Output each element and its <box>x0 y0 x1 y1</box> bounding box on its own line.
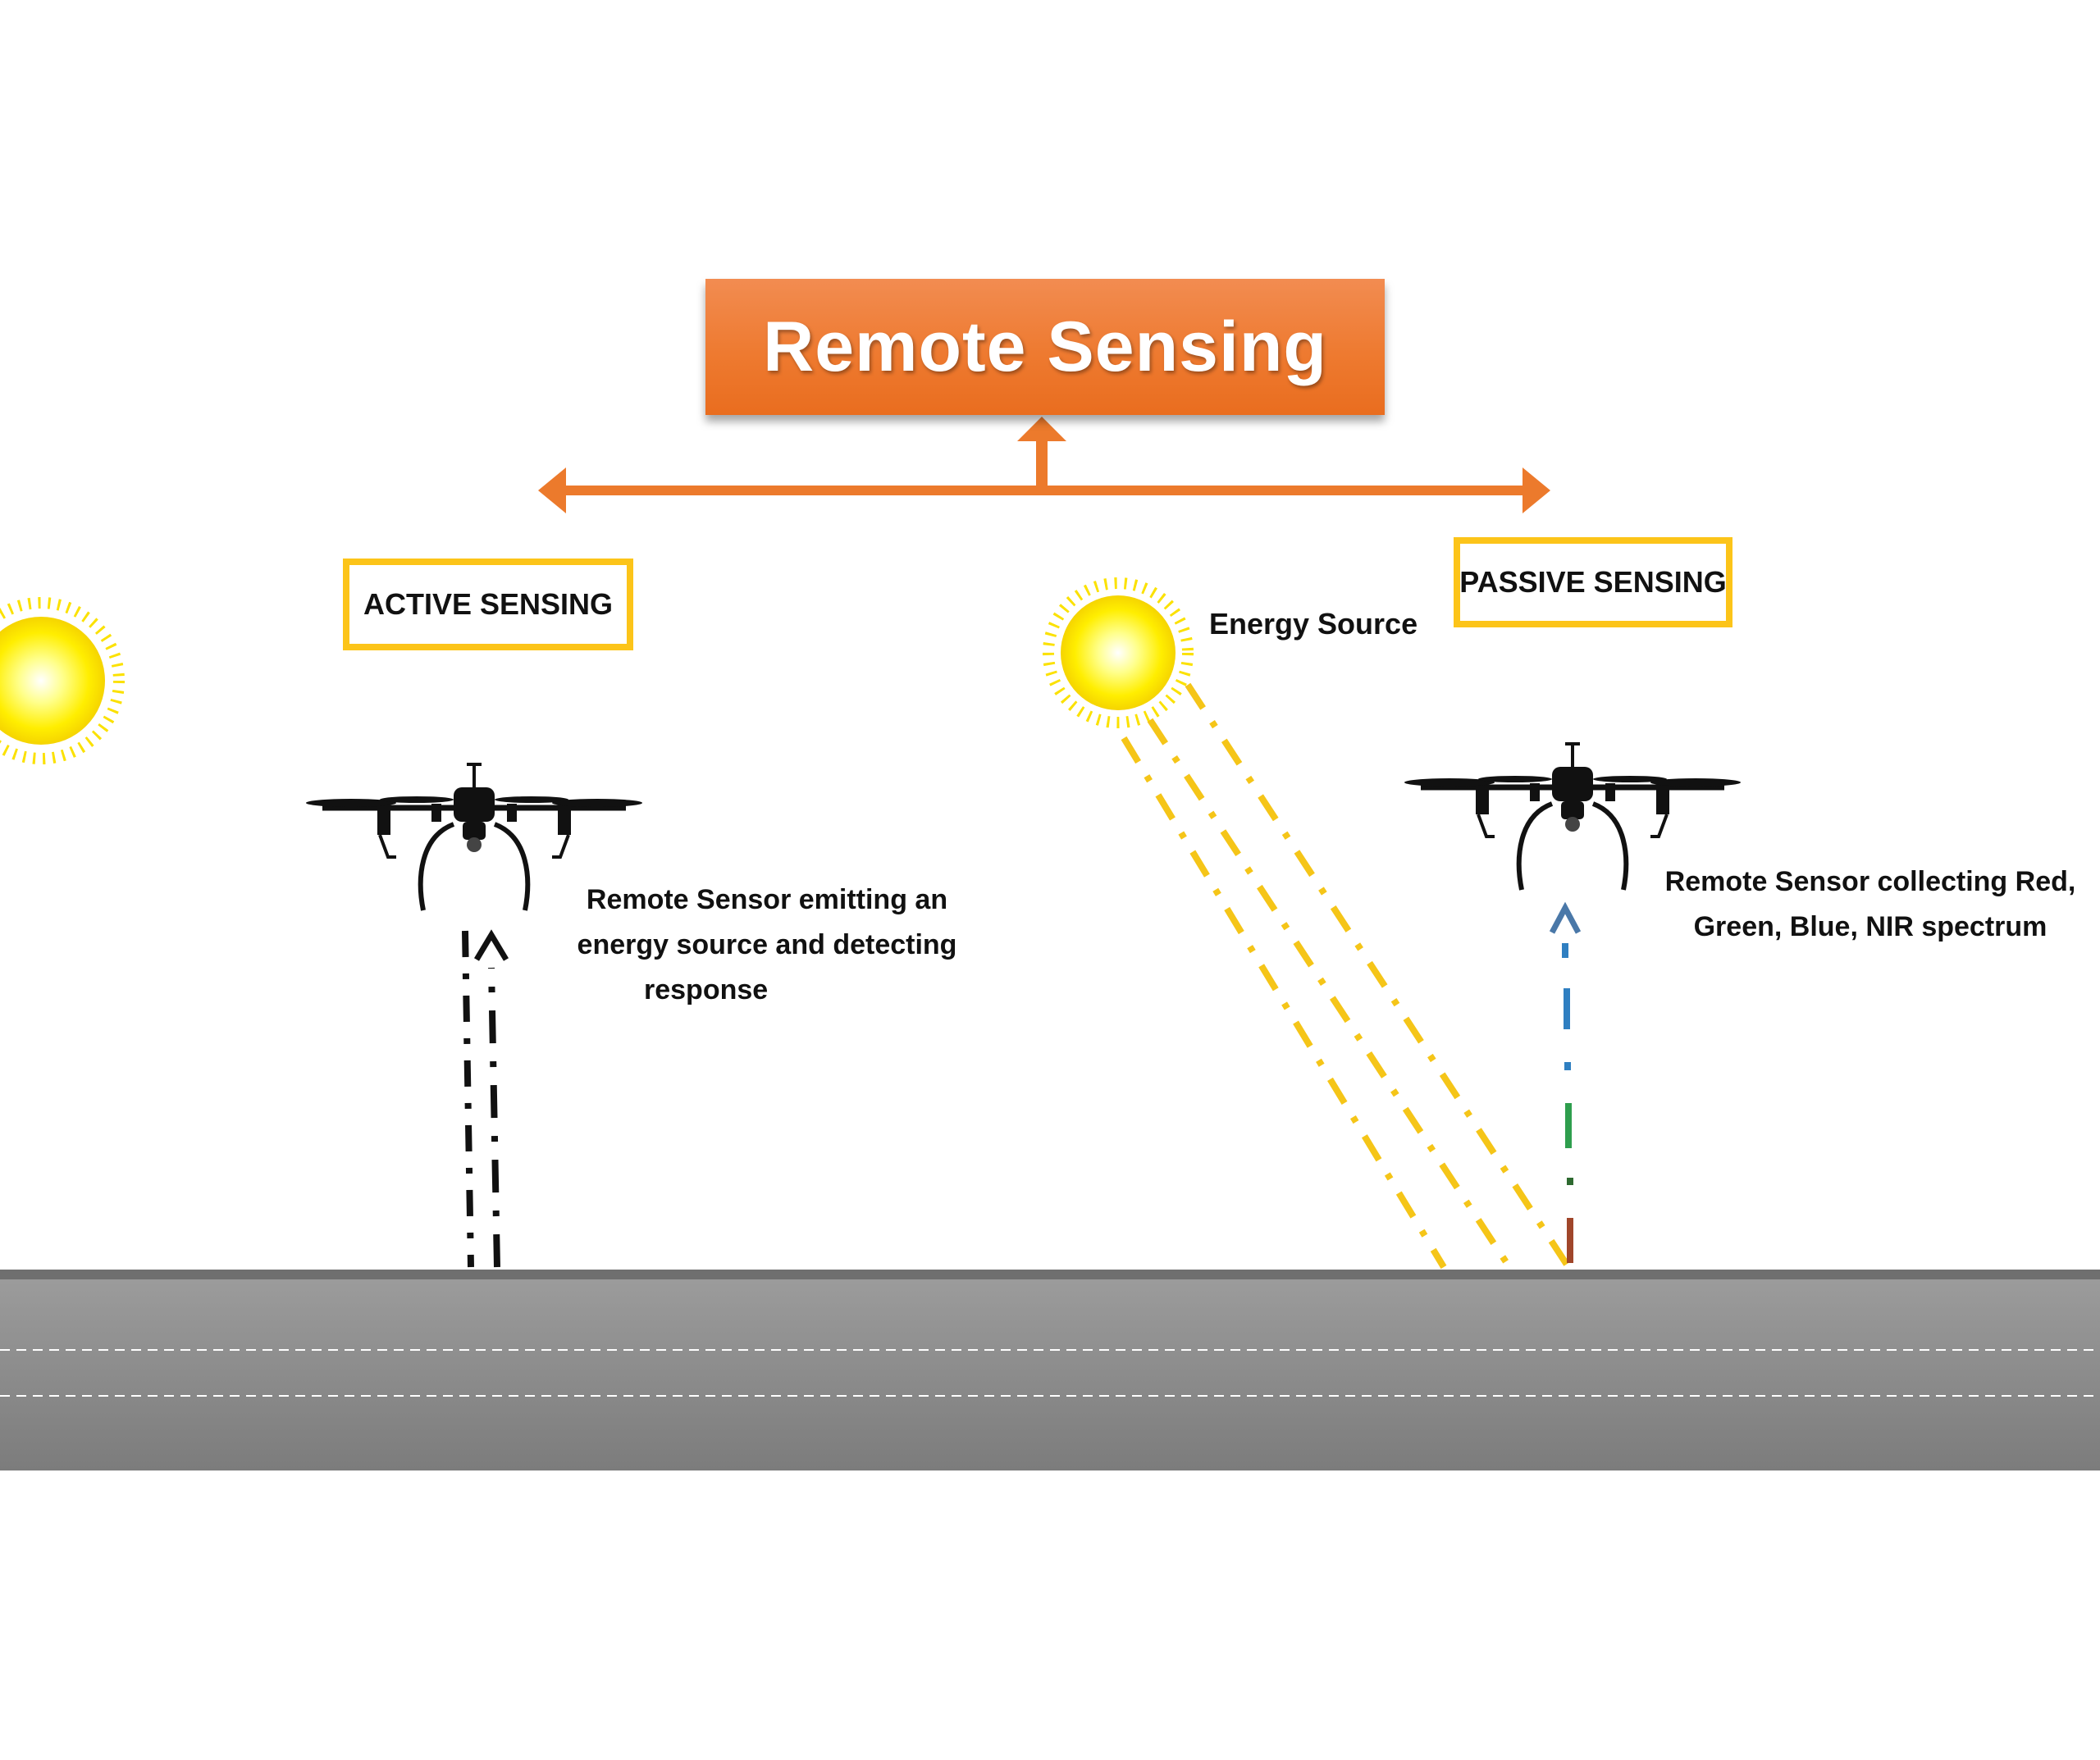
active-return-beam <box>473 929 509 1268</box>
passive-sensing-text: PASSIVE SENSING <box>1459 565 1727 599</box>
title-box: Remote Sensing <box>705 279 1385 415</box>
passive-caption-line-2: Green, Blue, NIR spectrum <box>1693 911 2048 942</box>
passive-reflected-beam <box>1549 901 1582 1263</box>
passive-caption: Remote Sensor collecting Red, Green, Blu… <box>1649 859 2092 950</box>
active-sensing-label: ACTIVE SENSING <box>343 559 633 650</box>
passive-caption-line-1: Remote Sensor collecting Red, <box>1664 866 2076 897</box>
branch-arrow <box>538 417 1550 513</box>
sunlight-rays <box>1121 682 1572 1270</box>
passive-sensing-label: PASSIVE SENSING <box>1454 537 1732 627</box>
ground-surface <box>0 1270 2100 1470</box>
active-emitted-beam <box>462 930 474 1268</box>
sun-icon <box>1043 577 1194 728</box>
active-caption-line-1: Remote Sensor emitting an <box>586 884 948 915</box>
active-sensing-text: ACTIVE SENSING <box>363 587 614 621</box>
active-caption: Remote Sensor emitting an energy source … <box>566 878 968 1013</box>
energy-source-label: Energy Source <box>1209 607 1418 641</box>
page-title: Remote Sensing <box>763 307 1327 386</box>
active-caption-line-2: energy source and detecting <box>577 929 957 960</box>
active-caption-line-3: response <box>644 974 769 1005</box>
sun-icon <box>0 597 125 764</box>
